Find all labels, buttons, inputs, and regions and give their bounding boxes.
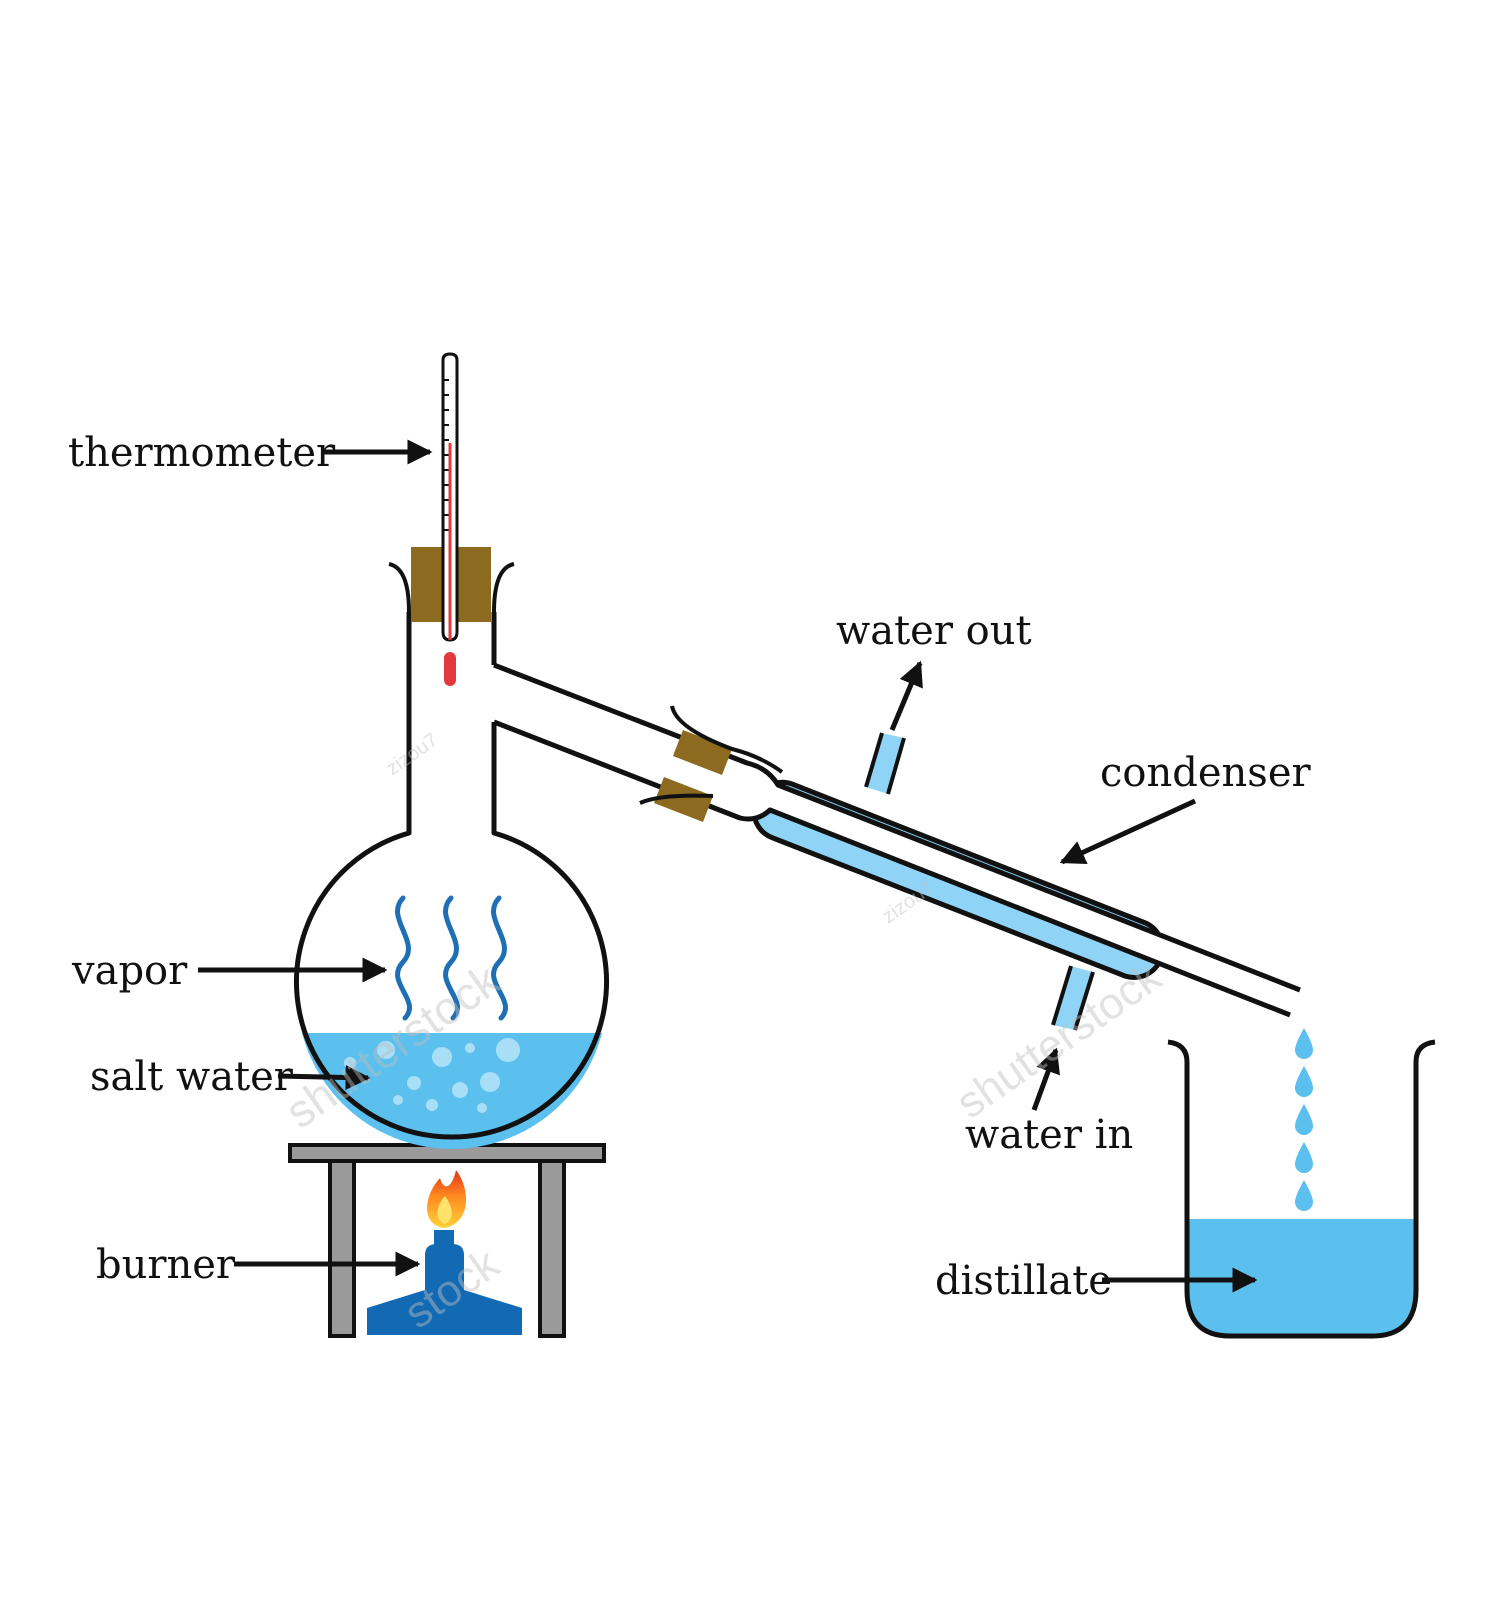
droplet-icon xyxy=(1295,1028,1313,1211)
watermark-contributor: zizou7 xyxy=(382,729,442,780)
label-burner: burner xyxy=(96,1242,236,1288)
adapter-joint xyxy=(639,705,784,822)
watermark-brand: shutterstock xyxy=(948,951,1171,1128)
label-distillate: distillate xyxy=(935,1258,1112,1304)
water-out-arrow xyxy=(889,660,923,731)
tripod-stand xyxy=(288,1143,606,1338)
flame-icon xyxy=(427,1170,467,1228)
label-water-out: water out xyxy=(836,608,1032,654)
water-in-arrow xyxy=(1031,1047,1060,1111)
condenser-arrow xyxy=(1059,798,1197,865)
label-salt-water: salt water xyxy=(90,1054,294,1100)
label-condenser: condenser xyxy=(1100,750,1311,796)
labels: thermometer vapor salt water burner wate… xyxy=(68,430,1311,1304)
label-thermometer: thermometer xyxy=(68,430,336,476)
salt-water-arrow xyxy=(277,1065,371,1090)
thermometer-icon xyxy=(441,352,459,686)
round-bottom-flask xyxy=(294,612,609,1140)
vapor-wave-icon xyxy=(395,895,508,1021)
pointer-arrows xyxy=(198,439,1258,1293)
label-vapor: vapor xyxy=(71,948,188,994)
burner-icon xyxy=(367,1230,522,1335)
beaker xyxy=(1167,1039,1436,1339)
label-water-in: water in xyxy=(965,1112,1133,1158)
